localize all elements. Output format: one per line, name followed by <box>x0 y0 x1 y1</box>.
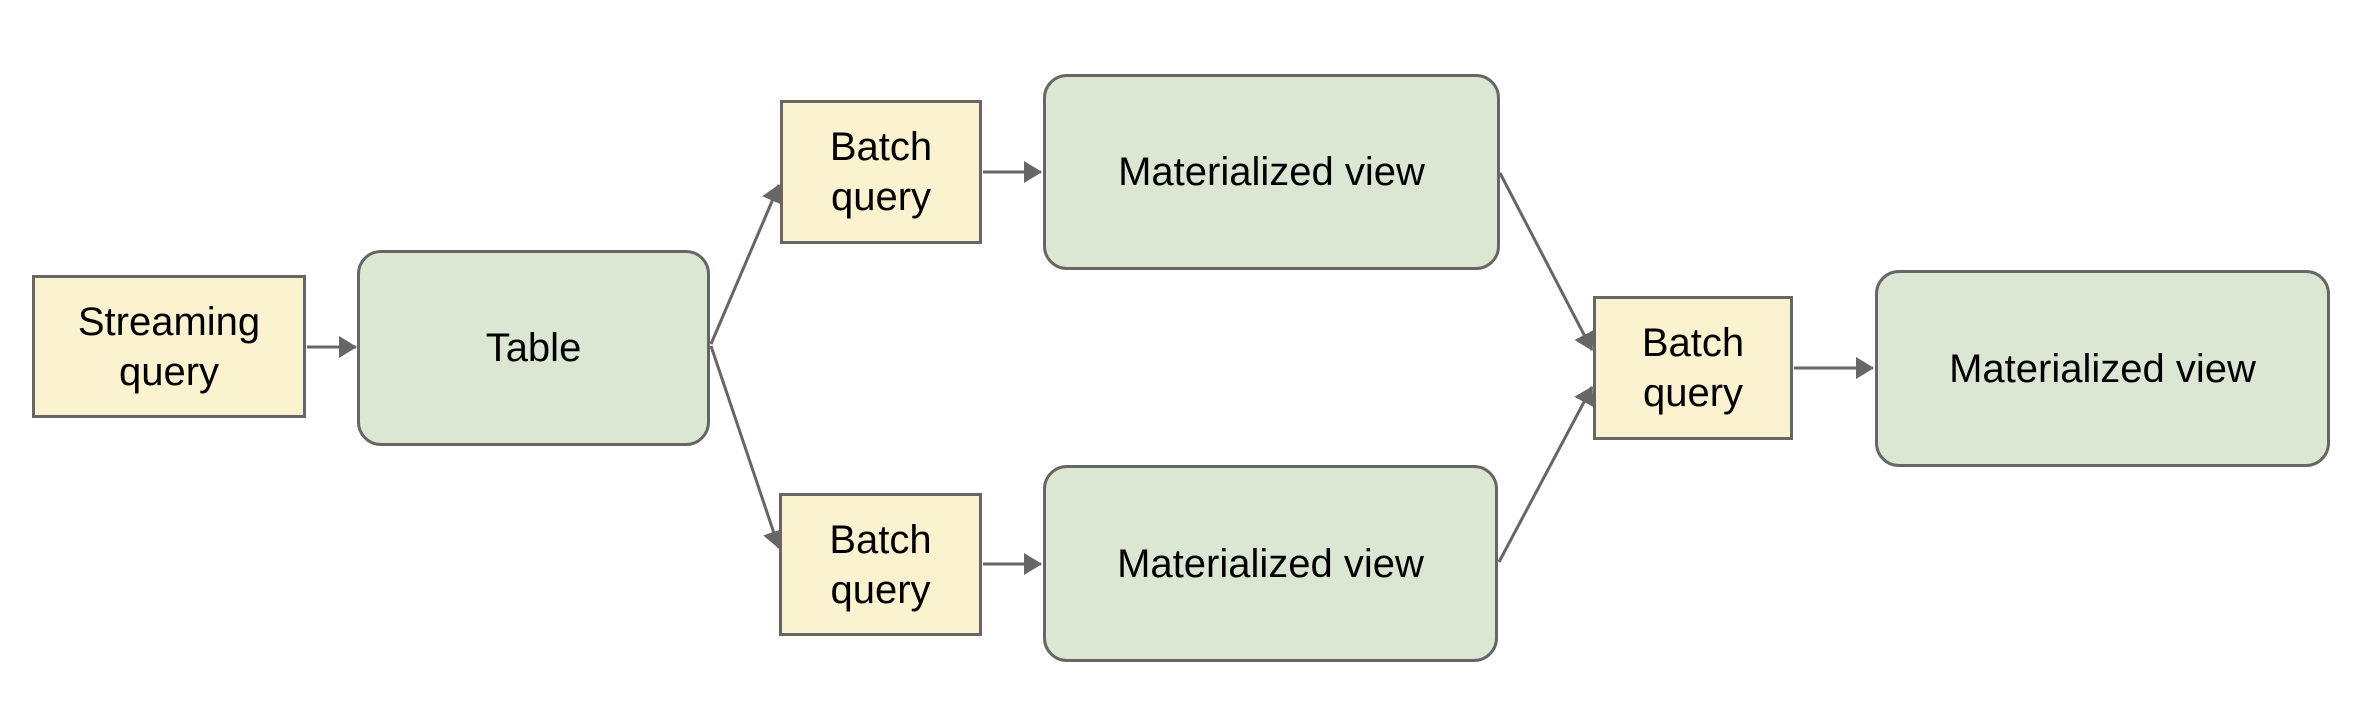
node-materialized-view-final-label: Materialized view <box>1949 346 2256 391</box>
node-materialized-view-top-label: Materialized view <box>1118 150 1425 194</box>
node-table: Table <box>357 250 710 446</box>
node-streaming-query: Streaming query <box>32 275 306 418</box>
edge-table-to-batch-query-top <box>709 184 783 345</box>
edge-materialized-view-top-to-batch-query-merge <box>1498 172 1594 351</box>
node-batch-query-bottom: Batch query <box>779 493 982 636</box>
node-streaming-query-label: Streaming query <box>77 299 261 394</box>
edge-materialized-view-bottom-to-batch-query-merge <box>1497 386 1594 563</box>
node-batch-query-top-label: Batch query <box>829 125 933 219</box>
node-materialized-view-bottom: Materialized view <box>1043 465 1498 662</box>
node-batch-query-bottom-label: Batch query <box>829 517 932 612</box>
node-table-label: Table <box>485 326 582 370</box>
node-batch-query-merge: Batch query <box>1593 296 1793 440</box>
edge-table-to-batch-query-bottom <box>709 345 785 549</box>
node-batch-query-merge-label: Batch query <box>1641 321 1745 415</box>
node-batch-query-top: Batch query <box>780 100 982 244</box>
node-materialized-view-bottom-label: Materialized view <box>1117 541 1424 586</box>
node-materialized-view-final: Materialized view <box>1875 270 2330 467</box>
node-materialized-view-top: Materialized view <box>1043 74 1500 270</box>
